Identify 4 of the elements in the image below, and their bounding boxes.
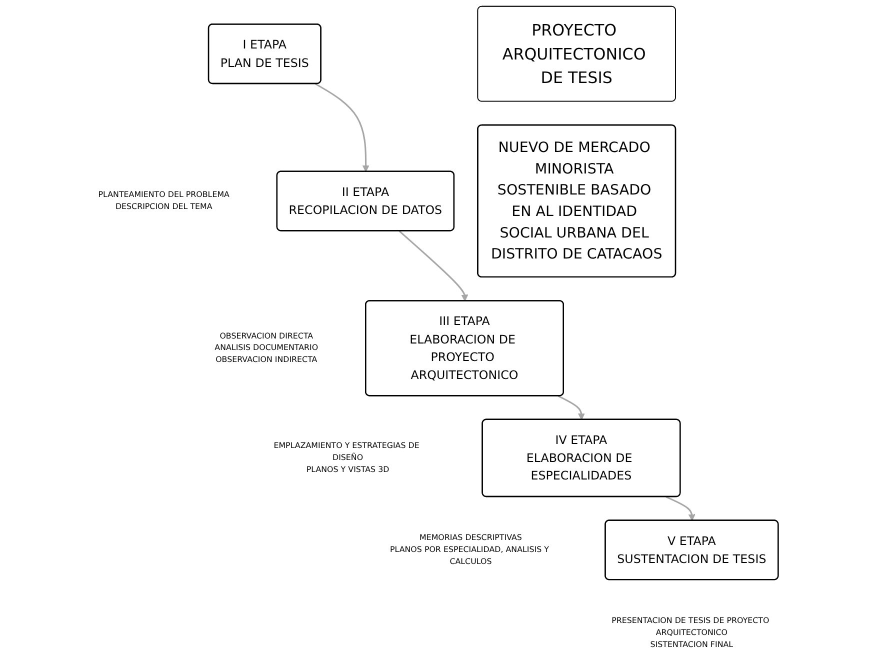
arrow xyxy=(558,395,585,420)
arrow xyxy=(666,496,696,521)
arrow xyxy=(315,83,370,172)
arrow xyxy=(398,230,468,302)
